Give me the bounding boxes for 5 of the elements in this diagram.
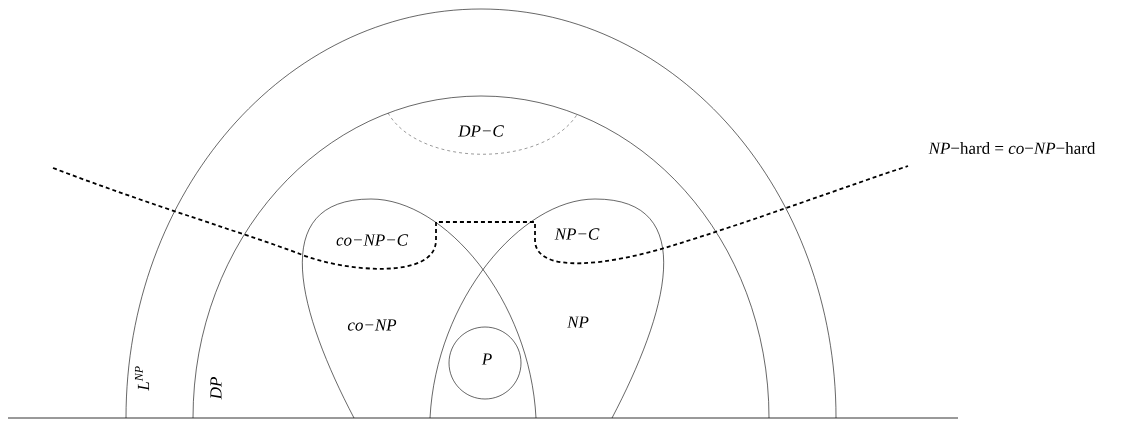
boundary-label: NP−hard = co−NP−hard: [928, 142, 1096, 154]
circle-region: P: [448, 326, 522, 400]
region-label: NP−C: [554, 228, 600, 240]
dashed-region: DP−C: [387, 112, 579, 155]
region-label: co−NP−C: [336, 234, 409, 246]
